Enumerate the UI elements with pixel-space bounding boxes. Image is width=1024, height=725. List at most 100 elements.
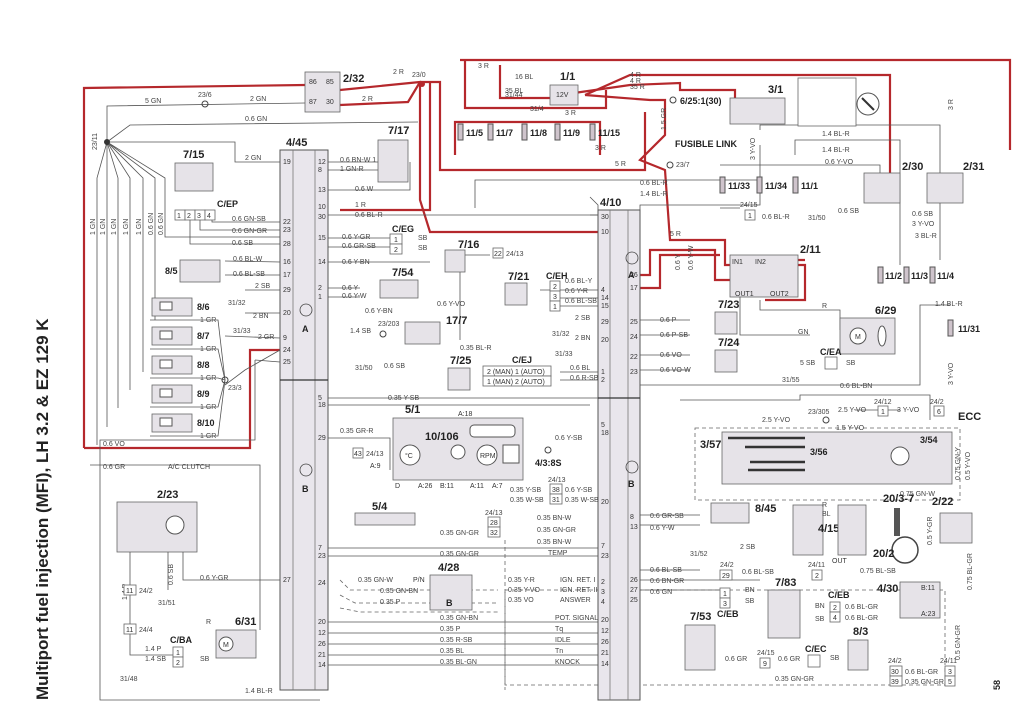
connector-pin: 3 [948, 669, 952, 676]
wire-label: 0.6 BL-R [640, 180, 668, 187]
connector-c-eh-label: C/EH [546, 271, 568, 281]
wire-label: SB [200, 656, 210, 663]
wire-label: 1 GN [90, 219, 97, 235]
ground-label: 31/32 [552, 331, 570, 338]
ecu-pin: 29 [601, 319, 609, 326]
wire-label: 1 GN [123, 219, 130, 235]
wire-label: 4 R [630, 72, 641, 79]
fuse-label: 11/1 [801, 181, 818, 191]
wire-label: 0.35 BN-W [537, 539, 572, 546]
wire-label: 1 GR [200, 317, 216, 324]
ecu-pin: 14 [318, 259, 326, 266]
pin-label: IN2 [755, 259, 766, 266]
wire-label: 0.35 BN-W [537, 515, 572, 522]
wire-label: 1.4 BL-R [935, 301, 963, 308]
wire-label: 1 GR [200, 346, 216, 353]
ecu-pin: 13 [318, 187, 326, 194]
ecu-pin: 24 [283, 347, 291, 354]
wire-label: 0.6 Y-VO [825, 159, 854, 166]
connector-label: 24/12 [874, 399, 892, 406]
pin-label: A:11 [470, 483, 484, 490]
connector-c-eh: 2 3 1 C/EH [546, 271, 568, 312]
display-5-4: 5/4 [354, 501, 416, 526]
ground-label: 31/33 [233, 328, 251, 335]
connector-17-7-label: 17/7 [446, 315, 467, 327]
ecu-4-45: 4/45 A B 1922232816172920924251281310301… [279, 137, 329, 691]
pin-label: IN1 [732, 259, 743, 266]
fan-icon [877, 325, 887, 347]
wire-label: 0.6 Y-R [565, 288, 588, 295]
switch-7-83-label: 7/83 [775, 577, 796, 589]
fuse-label: 11/5 [466, 128, 483, 138]
ecu-pin: 18 [318, 402, 326, 409]
connector-label: 24/2 [720, 562, 734, 569]
pin-label: A:9 [370, 463, 381, 470]
wire-label: 0.6 VO [660, 352, 682, 359]
wire-label: 3 R [948, 99, 955, 110]
injector-8-7: 8/71 GR [150, 326, 226, 381]
sensor-8-3-label: 8/3 [853, 626, 868, 638]
ecu-pin: 20 [601, 337, 609, 344]
ecu-pin: 7 [318, 545, 322, 552]
wire-label: 0.6 W [355, 186, 374, 193]
wire-label: 0.75 BL-SB [860, 568, 896, 575]
wire-label: 0.6 BL-R [762, 214, 790, 221]
pin-label: 1 (MAN) 2 (AUTO) [487, 379, 545, 386]
ecu-pin: 21 [601, 650, 609, 657]
ground-label: 31/52 [690, 551, 708, 558]
connector-pin: 11 [126, 588, 133, 595]
fuse-11-1: 11/1 [792, 176, 818, 194]
wire-label: 3 Y-VO [948, 362, 955, 385]
wire-label: 1 R [355, 202, 366, 209]
wire-label: 0.75 GN-Y [955, 447, 962, 480]
fusible-link-label: FUSIBLE LINK [675, 139, 737, 149]
rpm-gauge-icon [476, 444, 498, 466]
wire-label: 0.6 BN-W 1 [340, 157, 376, 164]
wire-label: 0.6 Y [342, 285, 359, 292]
signal-label: Tq [555, 626, 563, 633]
sensor-7-21-label: 7/21 [508, 271, 529, 283]
sensor-7-16: 7/16 [444, 239, 479, 273]
svg-text:2: 2 [394, 247, 398, 254]
wire-label: 2.5 Y-VO [762, 417, 791, 424]
valve-8-45-label: 8/45 [755, 503, 776, 515]
connector-c-eg-label: C/EG [392, 224, 414, 234]
wire-label: 0.6 Y-VO [437, 301, 466, 308]
svg-text:1: 1 [176, 650, 180, 657]
wire-label: 0.6 SB [912, 211, 933, 218]
signal-label: IGN. RET. I [560, 577, 595, 584]
fuse-label: 11/2 [885, 271, 902, 281]
ecu-4-10: 4/10 A B 3010414152920122617252422235182… [597, 197, 641, 701]
ecu-pin: 14 [601, 661, 609, 668]
connector-c-ba-label: C/BA [170, 635, 192, 645]
section-b-label: B [446, 598, 453, 608]
splice-label: 23/11 [92, 133, 99, 150]
ecu-pin: 17 [630, 285, 638, 292]
wire-label: 0.35 BL [440, 648, 464, 655]
pin-label: D [395, 483, 400, 490]
wire-label: 0.6 Y [675, 253, 682, 270]
connector-c-ej-label: C/EJ [512, 355, 532, 365]
ground-label: 31/4 [530, 106, 544, 113]
wire-label: 0.35 P [440, 626, 461, 633]
wire-label: 0.35 GN-GR [440, 530, 479, 537]
connector-pin: 9 [763, 661, 767, 668]
ecu-pin: 5 [601, 422, 605, 429]
wire-label: 0.6 Y-W [342, 293, 367, 300]
wire-label: SB [418, 235, 428, 242]
sensor-7-23-label: 7/23 [718, 299, 739, 311]
ecu-pin: 29 [318, 435, 326, 442]
ecu-4-10-label: 4/10 [600, 197, 621, 209]
wire-label: 0.6 Y-SB [555, 435, 583, 442]
wire-label: 1.4 BL-R [640, 191, 668, 198]
connector-label: 24/11 [808, 562, 825, 569]
ecu-pin: 12 [601, 628, 609, 635]
svg-text:M: M [223, 642, 229, 649]
connector-c-ea-label: C/EA [820, 347, 842, 357]
connector-pin: 6 [937, 409, 941, 416]
wire-label: 0.6 R-SB [570, 375, 599, 382]
panel-3-57-label: 3/57 [700, 439, 721, 451]
wire-label: 2 SB [740, 544, 756, 551]
svg-text:2: 2 [176, 660, 180, 667]
